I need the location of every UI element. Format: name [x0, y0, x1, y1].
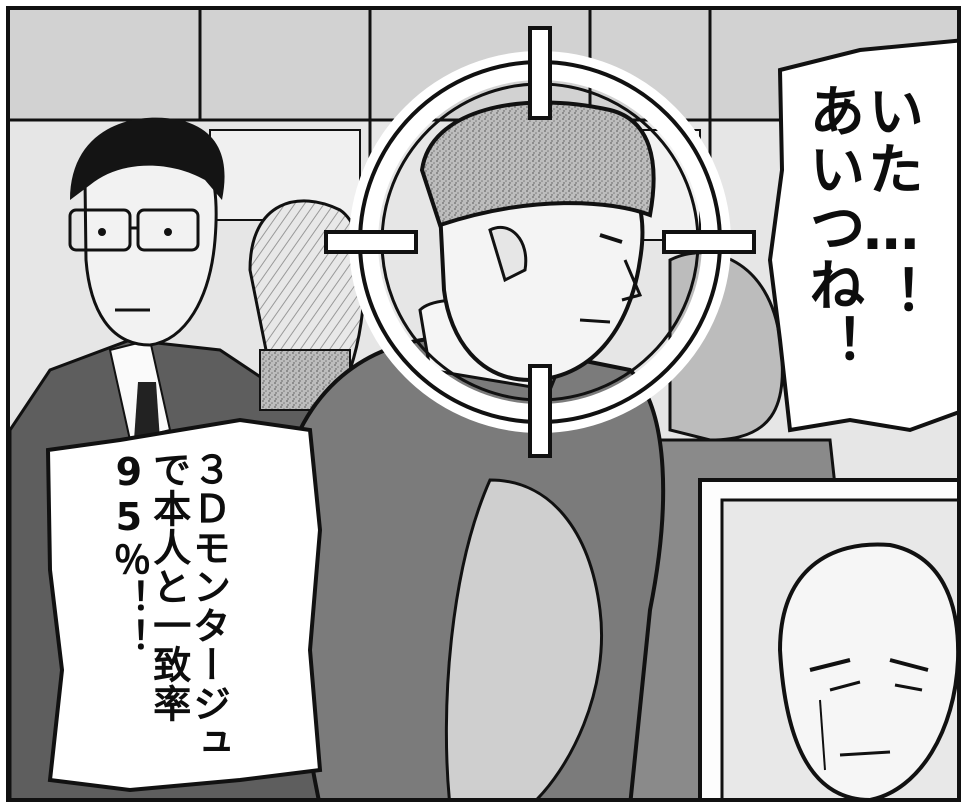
- montage-photo: [698, 478, 957, 798]
- speech-text-right: いた…！ あいつね！: [799, 82, 957, 412]
- speech-line: あいつね！: [799, 82, 865, 372]
- suspect-figure: [289, 100, 666, 798]
- speech-line: ３Ｄモンタージュ: [186, 450, 231, 762]
- target-crosshair-icon: [324, 26, 756, 458]
- panel-artwork: [10, 10, 957, 798]
- speech-line: 95％！！: [106, 450, 151, 657]
- speech-bubble-right: [767, 38, 957, 433]
- speech-text-left: ３Ｄモンタージュ で本人と一致率 95％！！: [106, 450, 268, 780]
- speech-line: いた…！: [858, 82, 924, 323]
- manga-panel: いた…！ あいつね！ ３Ｄモンタージュ で本人と一致率 95％！！: [6, 6, 961, 802]
- speech-line: で本人と一致率: [146, 450, 191, 723]
- speech-bubble-left: [45, 417, 323, 793]
